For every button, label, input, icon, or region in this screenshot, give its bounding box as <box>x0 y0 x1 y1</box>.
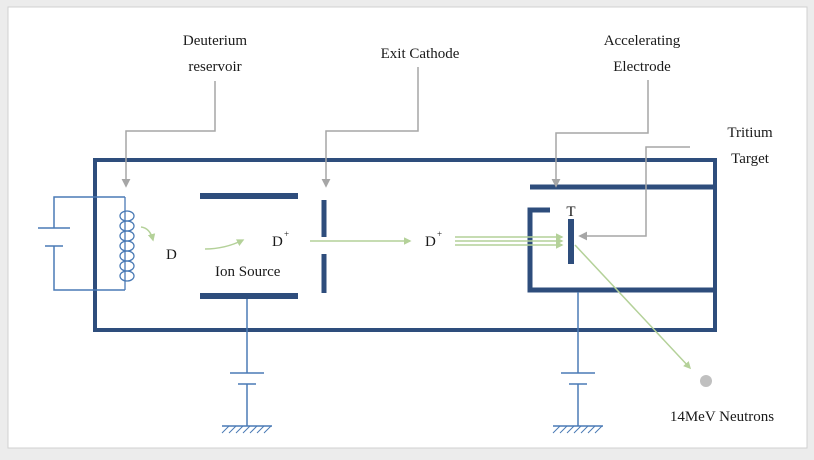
callout-arrows <box>121 67 690 241</box>
deuterium-reservoir-label-line1: Deuterium <box>183 33 247 49</box>
vacuum-tube <box>93 158 717 332</box>
deuterium-ion-label-2: D <box>425 234 436 250</box>
battery-circuit <box>38 196 125 291</box>
deuterium-ion-charge-2: + <box>437 229 442 239</box>
accelerating-electrode-label-line1: Accelerating <box>604 33 681 49</box>
neutron-particle-icon <box>700 375 712 387</box>
deuterium-reservoir-label-line2: reservoir <box>188 59 241 75</box>
tritium-target-label-line1: Tritium <box>727 125 773 141</box>
tritium-target-label-line2: Target <box>731 151 770 167</box>
accelerating-electrode <box>527 184 715 293</box>
ion-source-label: Ion Source <box>215 264 281 280</box>
deuterium-ion-label-1: D <box>272 234 283 250</box>
helix-coil-icon <box>119 197 135 290</box>
exit-cathode-label: Exit Cathode <box>381 46 460 62</box>
deuterium-ion-charge-1: + <box>284 229 289 239</box>
electrode-ground <box>552 292 603 434</box>
ion-source-ground <box>221 299 272 434</box>
tritium-symbol-label: T <box>566 204 575 220</box>
diagram-panel <box>7 6 808 449</box>
neutrons-label: 14MeV Neutrons <box>670 409 774 425</box>
accelerating-electrode-label-line2: Electrode <box>613 59 671 75</box>
deuterium-atom-label: D <box>166 247 177 263</box>
deuterium-flow-arrows <box>140 226 692 370</box>
